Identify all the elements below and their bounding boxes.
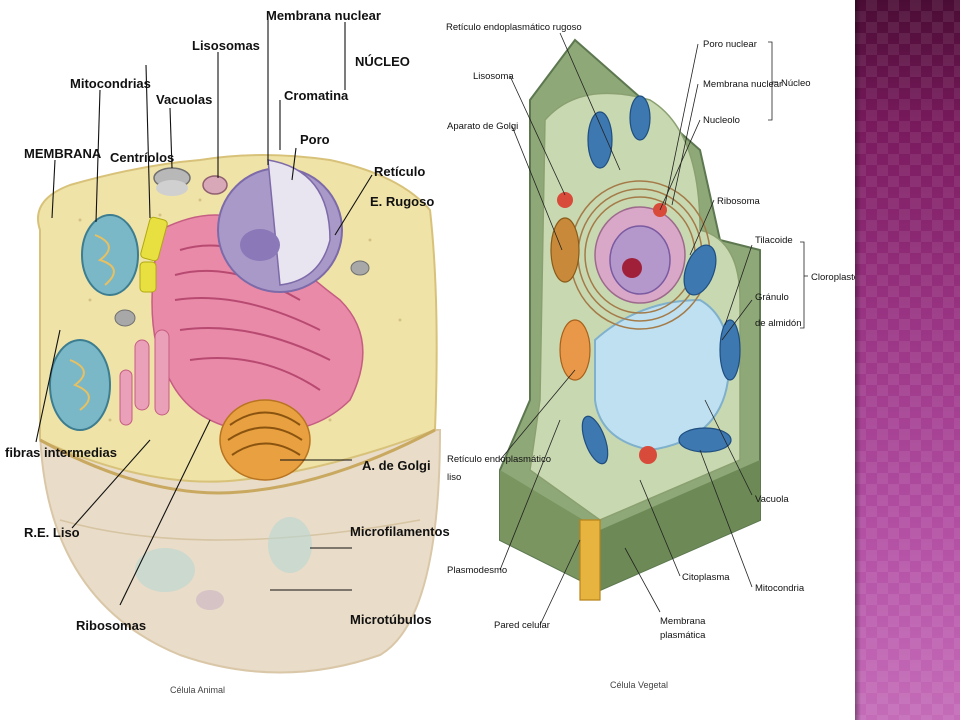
animal-golgi <box>219 399 311 481</box>
label-e-rugoso: E. Rugoso <box>370 194 434 209</box>
lysosome <box>202 175 228 195</box>
label-nucleo-vegetal: Núcleo <box>781 78 811 89</box>
label-reticulo: Retículo <box>374 164 425 179</box>
label-lisosomas: Lisosomas <box>192 38 260 53</box>
label-mitocondria: Mitocondria <box>755 583 805 594</box>
label-membrana: MEMBRANA <box>24 146 102 161</box>
label-plasmodesmo: Plasmodesmo <box>447 565 507 576</box>
label-cloroplasto: Cloroplasto <box>811 272 859 283</box>
label-tilacoide: Tilacoide <box>755 235 793 246</box>
animal-mitochondria <box>49 214 139 431</box>
animal-cell-illustration: Membrana nuclear NÚCLEO Lisosomas Mitoco… <box>5 8 450 695</box>
label-microtubulos: Microtúbulos <box>350 612 432 627</box>
label-membrana-nuclear-vegetal: Membrana nuclear <box>703 79 782 90</box>
centrioles <box>140 216 168 262</box>
label-plasmatica: plasmática <box>660 630 706 641</box>
label-granulo: Gránulo <box>755 292 789 303</box>
cell-lower-body <box>38 429 442 674</box>
label-liso: liso <box>447 472 461 483</box>
label-microfilamentos: Microfilamentos <box>350 524 450 539</box>
label-pared-celular: Pared celular <box>494 620 550 631</box>
faded-mitochondria <box>135 548 195 592</box>
label-golgi: A. de Golgi <box>362 458 431 473</box>
chloroplasts <box>581 95 741 465</box>
label-nucleo: NÚCLEO <box>355 54 410 69</box>
caption-animal: Célula Animal <box>170 685 225 695</box>
label-nucleolo: Nucleolo <box>703 115 740 126</box>
plant-lysosome <box>557 192 573 208</box>
plant-vacuole <box>594 298 731 452</box>
label-vacuolas: Vacuolas <box>156 92 212 107</box>
label-aparato-golgi: Aparato de Golgi <box>447 121 518 132</box>
label-re-liso: R.E. Liso <box>24 525 80 540</box>
label-fibras-intermedias: fibras intermedias <box>5 445 117 460</box>
label-poro: Poro <box>300 132 330 147</box>
label-ribosoma: Ribosoma <box>717 196 760 207</box>
plant-golgi <box>550 217 580 283</box>
label-reticulo-rugoso: Retículo endoplasmático rugoso <box>446 22 582 33</box>
plant-smooth-er <box>559 319 591 381</box>
label-ribosomas: Ribosomas <box>76 618 146 633</box>
label-lisosoma: Lisosoma <box>473 71 514 82</box>
plant-ribosome-body <box>639 446 657 464</box>
label-citoplasma: Citoplasma <box>682 572 730 583</box>
label-poro-nuclear: Poro nuclear <box>703 39 757 50</box>
caption-vegetal: Célula Vegetal <box>610 680 668 690</box>
plant-cell-illustration: Retículo endoplasmático rugoso Lisosoma … <box>446 22 859 690</box>
label-membrana-nuclear: Membrana nuclear <box>266 8 381 23</box>
label-de-almidon: de almidón <box>755 318 801 329</box>
label-reticulo-liso: Retículo endoplasmático <box>447 454 551 465</box>
decorative-side-panel <box>855 0 960 720</box>
plasma-membrane-edge <box>579 519 601 601</box>
label-cromatina: Cromatina <box>284 88 349 103</box>
nucleolus <box>622 258 642 278</box>
label-centriolos: Centríolos <box>110 150 174 165</box>
label-membrana-plasmatica: Membrana <box>660 616 706 627</box>
label-vacuola: Vacuola <box>755 494 789 505</box>
label-mitocondrias: Mitocondrias <box>70 76 151 91</box>
